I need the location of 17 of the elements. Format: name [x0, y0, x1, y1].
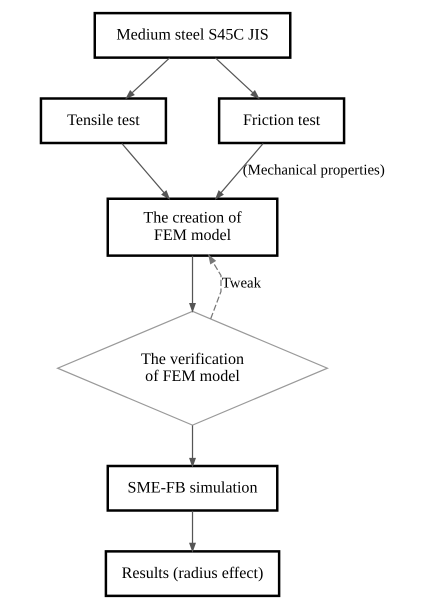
arrow: [189, 256, 196, 313]
node-box: The creation of FEM model: [106, 197, 278, 257]
arrow: [189, 510, 196, 553]
arrow: [214, 143, 264, 200]
node-diamond: The verification of FEM model: [56, 310, 329, 426]
node-box: Medium steel S45C JIS: [94, 12, 292, 59]
arrow: [208, 254, 222, 319]
node-box: Friction test: [218, 97, 346, 144]
edge-label: Tweak: [222, 275, 262, 292]
arrow: [215, 58, 260, 100]
arrow: [121, 143, 170, 200]
node-box: SME-FB simulation: [106, 464, 278, 512]
node-box: Results (radius effect): [104, 550, 280, 598]
arrow: [125, 58, 170, 100]
arrow: [189, 425, 196, 468]
edge-label: (Mechanical properties): [242, 162, 385, 179]
node-box: Tensile test: [40, 97, 168, 144]
